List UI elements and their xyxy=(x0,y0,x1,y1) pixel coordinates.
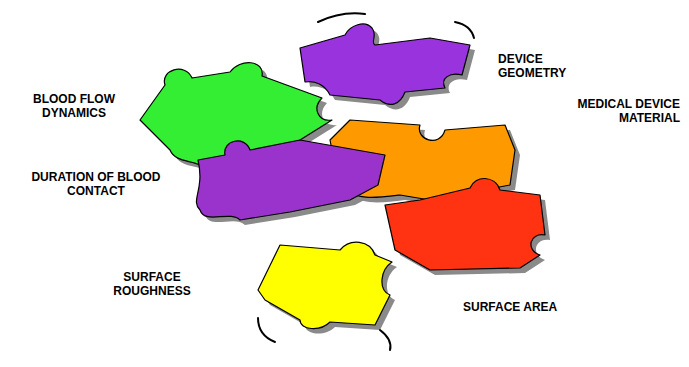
factor-label: DURATION OF BLOOD CONTACT xyxy=(12,170,180,199)
red-piece xyxy=(385,178,545,270)
factor-label: DEVICE GEOMETRY xyxy=(498,52,598,81)
yellow-piece xyxy=(258,242,392,328)
purple-piece xyxy=(196,140,385,220)
factor-label: SURFACE ROUGHNESS xyxy=(92,270,212,299)
motion-lines xyxy=(258,13,474,350)
factor-label: MEDICAL DEVICE MATERIAL xyxy=(552,97,680,126)
violet-piece xyxy=(300,24,470,104)
factor-label: SURFACE AREA xyxy=(463,300,563,314)
factor-label: BLOOD FLOW DYNAMICS xyxy=(18,92,130,121)
